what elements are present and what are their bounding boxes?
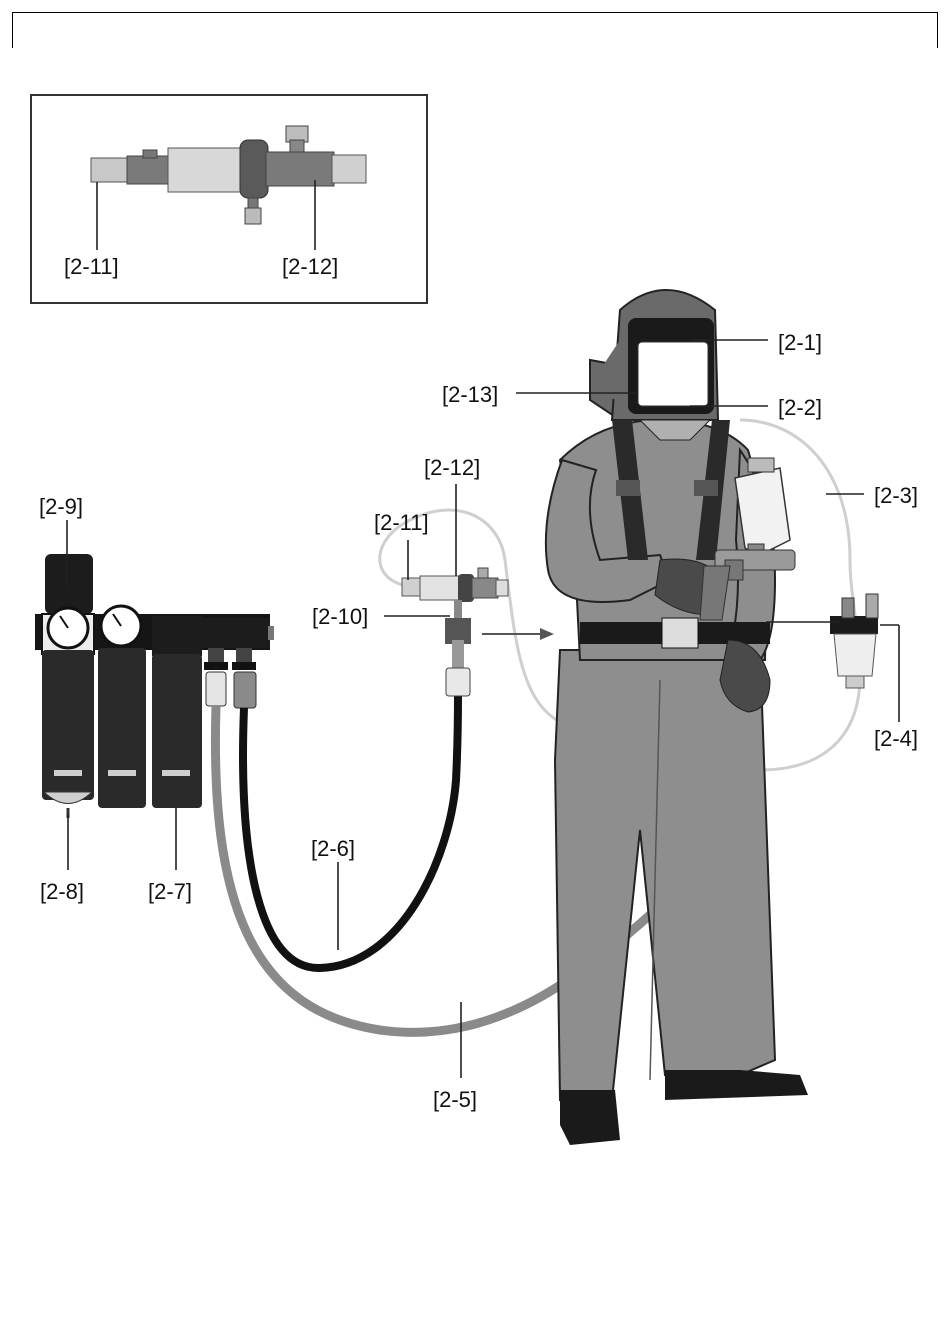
- label-2-10: [2-10]: [312, 604, 368, 629]
- label-2-5: [2-5]: [433, 1087, 477, 1112]
- direction-arrow-icon: [482, 628, 554, 640]
- label-2-13: [2-13]: [442, 382, 498, 407]
- worker-figure: [546, 290, 808, 1145]
- label-2-7: [2-7]: [148, 879, 192, 904]
- label-2-8: [2-8]: [40, 879, 84, 904]
- label-2-6: [2-6]: [311, 836, 355, 861]
- small-regulator: [402, 568, 508, 696]
- label-2-12: [2-12]: [424, 455, 480, 480]
- label-2-1: [2-1]: [778, 330, 822, 355]
- label-2-3: [2-3]: [874, 483, 918, 508]
- label-2-9: [2-9]: [39, 494, 83, 519]
- inset-label-2-11: [2-11]: [64, 254, 119, 279]
- label-2-4: [2-4]: [874, 726, 918, 751]
- label-2-11: [2-11]: [374, 510, 429, 535]
- belt-regulator: [830, 594, 878, 688]
- supply-hose-black: [243, 696, 458, 968]
- inset-label-2-12: [2-12]: [282, 254, 338, 279]
- label-2-2: [2-2]: [778, 395, 822, 420]
- inset-panel: [2-11] [2-12]: [31, 95, 427, 303]
- filter-unit: [35, 554, 274, 818]
